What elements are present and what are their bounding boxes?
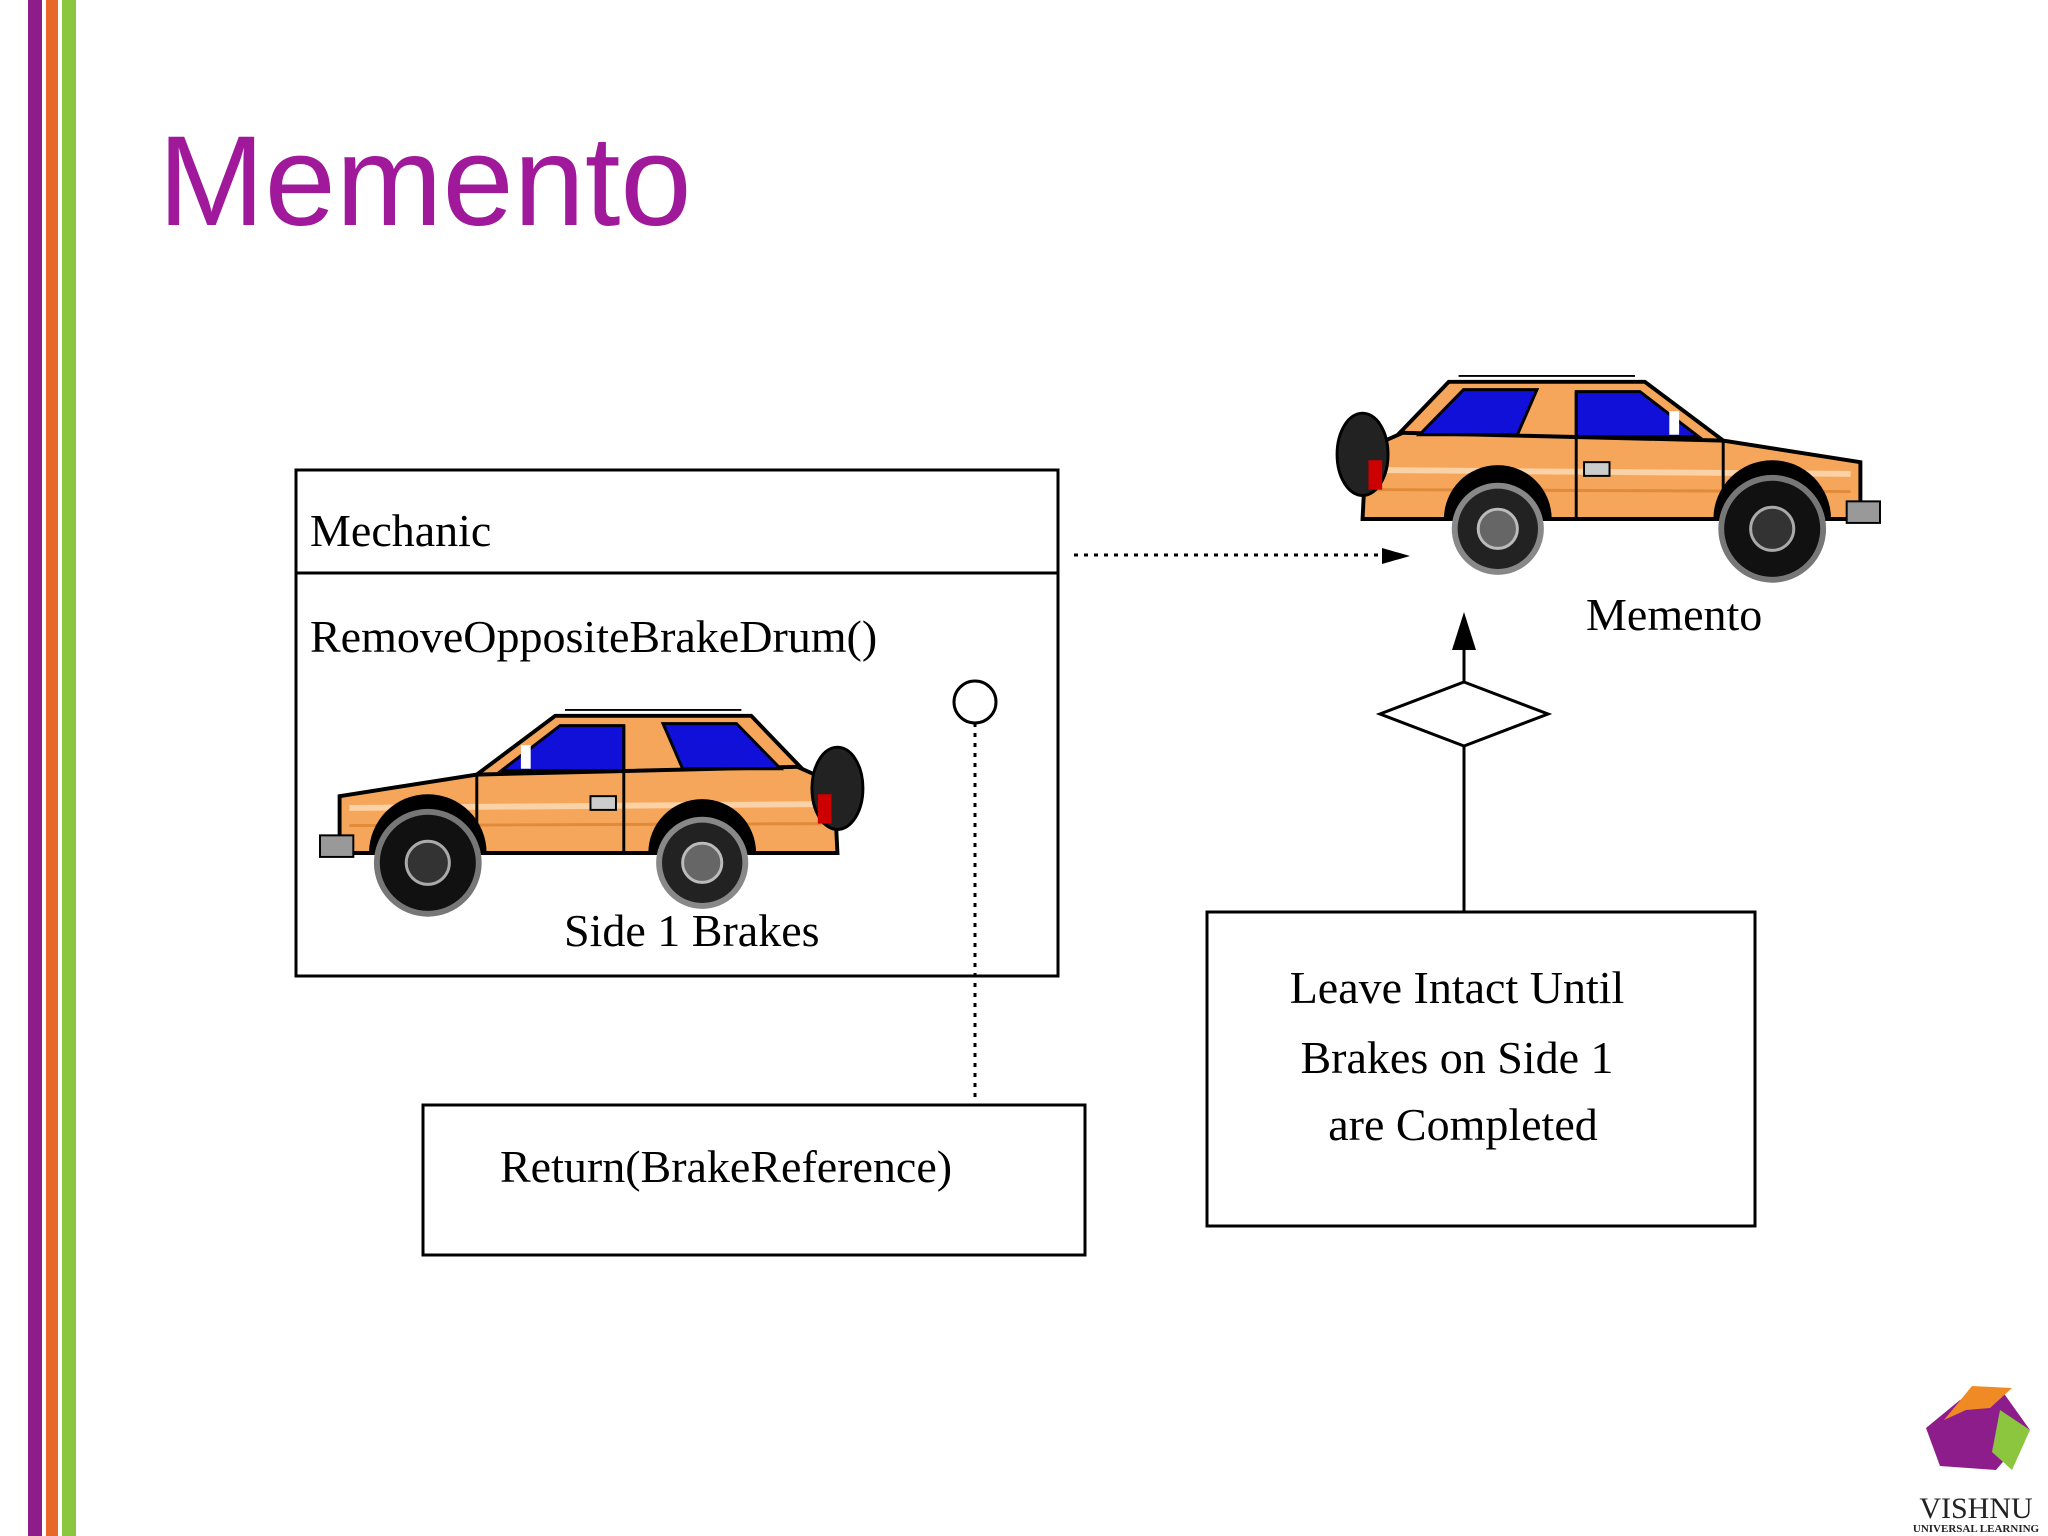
logo-brand: VISHNU [1919,1492,2033,1525]
condition-note-line-1: Leave Intact Until [1290,962,1625,1013]
logo-tagline: UNIVERSAL LEARNING [1913,1523,2040,1535]
stripe-green [62,0,76,1536]
mechanic-class-name: Mechanic [310,505,491,556]
slide-title: Memento [158,110,692,253]
memento-car-image [1337,376,1880,580]
aggregation-arrowhead [1452,612,1476,650]
condition-note-box [1205,910,1757,1228]
logo-mark-green [1992,1410,2030,1470]
dependency-arrowhead [1382,548,1410,564]
logo-mark-orange [1944,1386,2012,1420]
vishnu-logo: VISHNU UNIVERSAL LEARNING [1913,1386,2040,1535]
stripe-orange [46,0,58,1536]
return-note-box [421,1103,1087,1257]
condition-note-line-3: are Completed [1328,1099,1598,1150]
stripe-purple [28,0,42,1536]
condition-note-line-2: Brakes on Side 1 [1300,1032,1613,1083]
car-side1-caption: Side 1 Brakes [564,905,820,956]
memento-label: Memento [1586,589,1762,640]
interface-circle [952,679,998,725]
aggregation-diamond [1375,680,1553,748]
return-note-text: Return(BrakeReference) [500,1141,952,1192]
mechanic-operation: RemoveOppositeBrakeDrum() [310,611,877,662]
